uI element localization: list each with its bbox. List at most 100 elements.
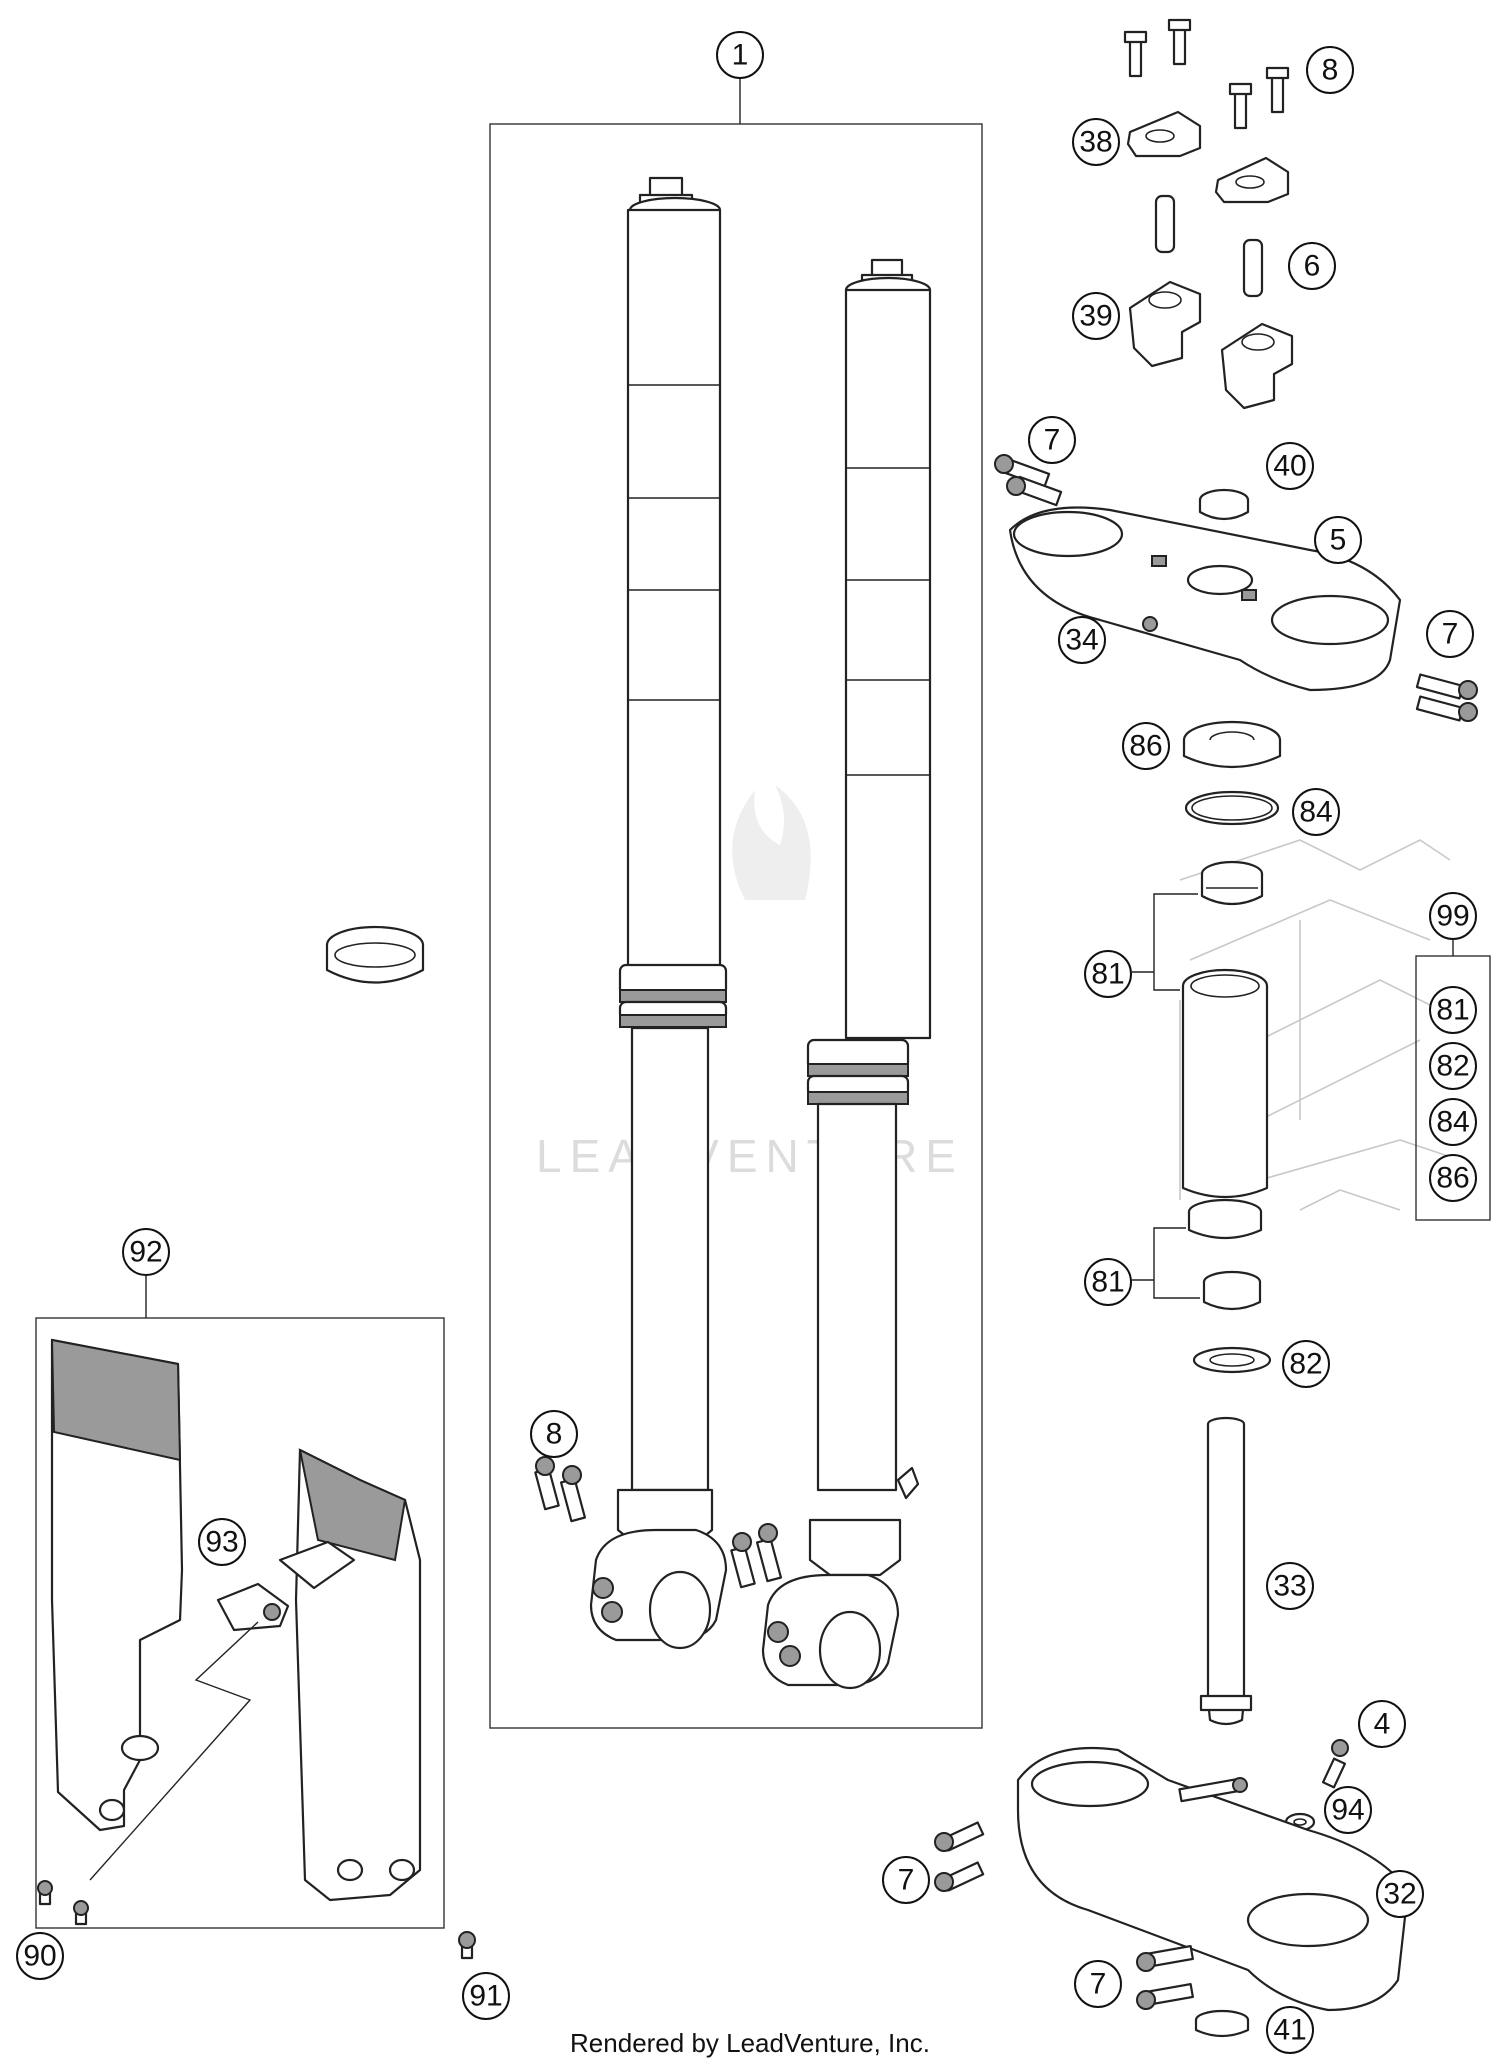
footer-credit: Rendered by LeadVenture, Inc. bbox=[570, 2028, 930, 2058]
svg-text:38: 38 bbox=[1079, 126, 1112, 159]
steering-nut-40 bbox=[1198, 488, 1250, 521]
svg-text:84: 84 bbox=[1299, 796, 1332, 829]
svg-text:81: 81 bbox=[1436, 994, 1469, 1027]
svg-text:8: 8 bbox=[546, 1418, 563, 1451]
fork-leg-left bbox=[589, 176, 728, 1650]
screw-91 bbox=[458, 1931, 476, 1960]
svg-text:93: 93 bbox=[205, 1526, 238, 1559]
callout-32[interactable]: 32 bbox=[1376, 1870, 1424, 1918]
triple-clamp-bolts-7-right bbox=[1415, 673, 1478, 722]
frame-head-ghost bbox=[1179, 839, 1461, 1211]
svg-text:34: 34 bbox=[1065, 624, 1098, 657]
callout-kit-84[interactable]: 84 bbox=[1429, 1098, 1477, 1146]
callout-7-lower-bottom[interactable]: 7 bbox=[1074, 1960, 1122, 2008]
callout-40[interactable]: 40 bbox=[1266, 442, 1314, 490]
svg-text:94: 94 bbox=[1331, 1794, 1364, 1827]
bearing-81-lower bbox=[1187, 1198, 1263, 1311]
callout-90[interactable]: 90 bbox=[16, 1932, 64, 1980]
guard-bracket-93 bbox=[216, 1582, 290, 1632]
callout-93[interactable]: 93 bbox=[198, 1518, 246, 1566]
handlebar-bolts-8 bbox=[1123, 18, 1290, 130]
callout-38[interactable]: 38 bbox=[1072, 118, 1120, 166]
callout-34[interactable]: 34 bbox=[1058, 616, 1106, 664]
kit-99-box bbox=[1415, 940, 1491, 1221]
svg-text:82: 82 bbox=[1289, 1348, 1322, 1381]
callout-kit-82[interactable]: 82 bbox=[1429, 1042, 1477, 1090]
callout-39[interactable]: 39 bbox=[1072, 292, 1120, 340]
callout-7-lower-left[interactable]: 7 bbox=[882, 1856, 930, 1904]
svg-text:91: 91 bbox=[469, 1980, 502, 2013]
svg-text:86: 86 bbox=[1436, 1162, 1469, 1195]
callout-5[interactable]: 5 bbox=[1314, 516, 1362, 564]
callout-1[interactable]: 1 bbox=[716, 31, 764, 79]
svg-text:39: 39 bbox=[1079, 300, 1112, 333]
callout-8-bottom[interactable]: 8 bbox=[530, 1410, 578, 1458]
svg-text:1: 1 bbox=[732, 39, 749, 72]
seal-82 bbox=[1192, 1346, 1272, 1374]
callout-4[interactable]: 4 bbox=[1358, 1700, 1406, 1748]
svg-text:32: 32 bbox=[1383, 1878, 1416, 1911]
bearing-bracket-lower bbox=[1132, 1227, 1200, 1299]
fork-guard-right bbox=[278, 1448, 422, 1902]
triple-clamp-bolts-7-top bbox=[994, 454, 1063, 507]
svg-text:6: 6 bbox=[1304, 250, 1321, 283]
svg-text:33: 33 bbox=[1273, 1570, 1306, 1603]
callout-81-lower[interactable]: 81 bbox=[1084, 1258, 1132, 1306]
fork-clamp-bolts bbox=[534, 1456, 783, 1589]
fork-guard-box bbox=[35, 1276, 445, 1929]
callout-91[interactable]: 91 bbox=[462, 1972, 510, 2020]
svg-text:86: 86 bbox=[1129, 730, 1162, 763]
svg-text:4: 4 bbox=[1374, 1708, 1391, 1741]
steering-head-tube bbox=[1181, 968, 1269, 1199]
fork-leg-right bbox=[761, 258, 932, 1690]
callout-82[interactable]: 82 bbox=[1282, 1340, 1330, 1388]
svg-text:7: 7 bbox=[1090, 1968, 1107, 2001]
svg-text:82: 82 bbox=[1436, 1050, 1469, 1083]
callout-kit-86[interactable]: 86 bbox=[1429, 1154, 1477, 1202]
loose-ring bbox=[325, 925, 425, 984]
svg-text:7: 7 bbox=[1044, 424, 1061, 457]
handlebar-clamp-top-38 bbox=[1126, 110, 1290, 204]
bearing-bracket-upper bbox=[1132, 893, 1198, 991]
triple-clamp-bolts-7-lower-bottom bbox=[1136, 1944, 1194, 2010]
handlebar-clamp-bottom-39 bbox=[1128, 280, 1294, 410]
callout-kit-81[interactable]: 81 bbox=[1429, 986, 1477, 1034]
watermark-text: LEADVENTURE bbox=[536, 1130, 964, 1182]
svg-text:90: 90 bbox=[23, 1940, 56, 1973]
callout-94[interactable]: 94 bbox=[1324, 1786, 1372, 1834]
svg-text:41: 41 bbox=[1273, 2014, 1306, 2047]
svg-text:7: 7 bbox=[1442, 618, 1459, 651]
guard-leader bbox=[89, 1621, 259, 1881]
callout-7-right[interactable]: 7 bbox=[1426, 610, 1474, 658]
handlebar-bolts-6 bbox=[1154, 194, 1264, 298]
callout-6[interactable]: 6 bbox=[1288, 242, 1336, 290]
callout-99[interactable]: 99 bbox=[1429, 892, 1477, 940]
upper-triple-clamp-34 bbox=[1008, 506, 1402, 692]
callout-8-top[interactable]: 8 bbox=[1306, 46, 1354, 94]
callout-41[interactable]: 41 bbox=[1266, 2006, 1314, 2054]
callout-33[interactable]: 33 bbox=[1266, 1562, 1314, 1610]
svg-text:81: 81 bbox=[1091, 958, 1124, 991]
callout-92[interactable]: 92 bbox=[122, 1228, 170, 1276]
dust-seal-86 bbox=[1182, 720, 1282, 769]
svg-text:7: 7 bbox=[898, 1864, 915, 1897]
svg-text:40: 40 bbox=[1273, 450, 1306, 483]
svg-text:81: 81 bbox=[1091, 1266, 1124, 1299]
svg-text:99: 99 bbox=[1436, 900, 1469, 933]
fork-guard-left bbox=[50, 1338, 184, 1832]
steering-stem-33 bbox=[1199, 1416, 1253, 1726]
fork-assembly-box bbox=[489, 78, 983, 1729]
svg-text:92: 92 bbox=[129, 1236, 162, 1269]
callout-81-upper[interactable]: 81 bbox=[1084, 950, 1132, 998]
screw-90 bbox=[37, 1880, 89, 1926]
o-ring-84 bbox=[1184, 790, 1280, 826]
callout-84[interactable]: 84 bbox=[1292, 788, 1340, 836]
triple-clamp-bolts-7-lower-left bbox=[934, 1821, 985, 1892]
callout-86[interactable]: 86 bbox=[1122, 722, 1170, 770]
callout-7-top[interactable]: 7 bbox=[1028, 416, 1076, 464]
lower-triple-clamp-32 bbox=[1016, 1746, 1410, 2012]
svg-text:84: 84 bbox=[1436, 1106, 1469, 1139]
bearing-81-upper bbox=[1200, 860, 1264, 906]
svg-text:5: 5 bbox=[1330, 524, 1347, 557]
nut-41 bbox=[1194, 2009, 1250, 2038]
